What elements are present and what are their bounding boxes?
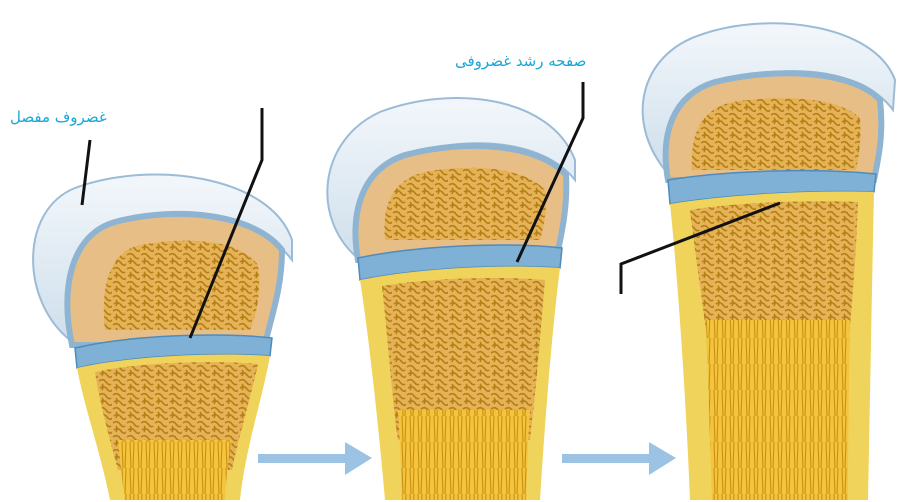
marrow-cavity (398, 410, 530, 500)
spongy-bone-head (104, 241, 259, 330)
bone-stage-1 (33, 175, 292, 500)
bone-stage-3 (643, 23, 895, 500)
spongy-bone-head (692, 98, 861, 170)
arrow-right-icon (258, 442, 372, 475)
marrow-cavity (706, 320, 850, 500)
spongy-bone-shaft (690, 201, 858, 330)
spongy-bone-head (384, 168, 545, 240)
bone-stage-2 (327, 98, 575, 500)
label-growth-plate: صفحه رشد غضروفی (455, 52, 586, 70)
label-articular-cartilage: غضروف مفصل (10, 108, 107, 126)
marrow-cavity (118, 440, 232, 500)
arrow-right-icon (562, 442, 676, 475)
